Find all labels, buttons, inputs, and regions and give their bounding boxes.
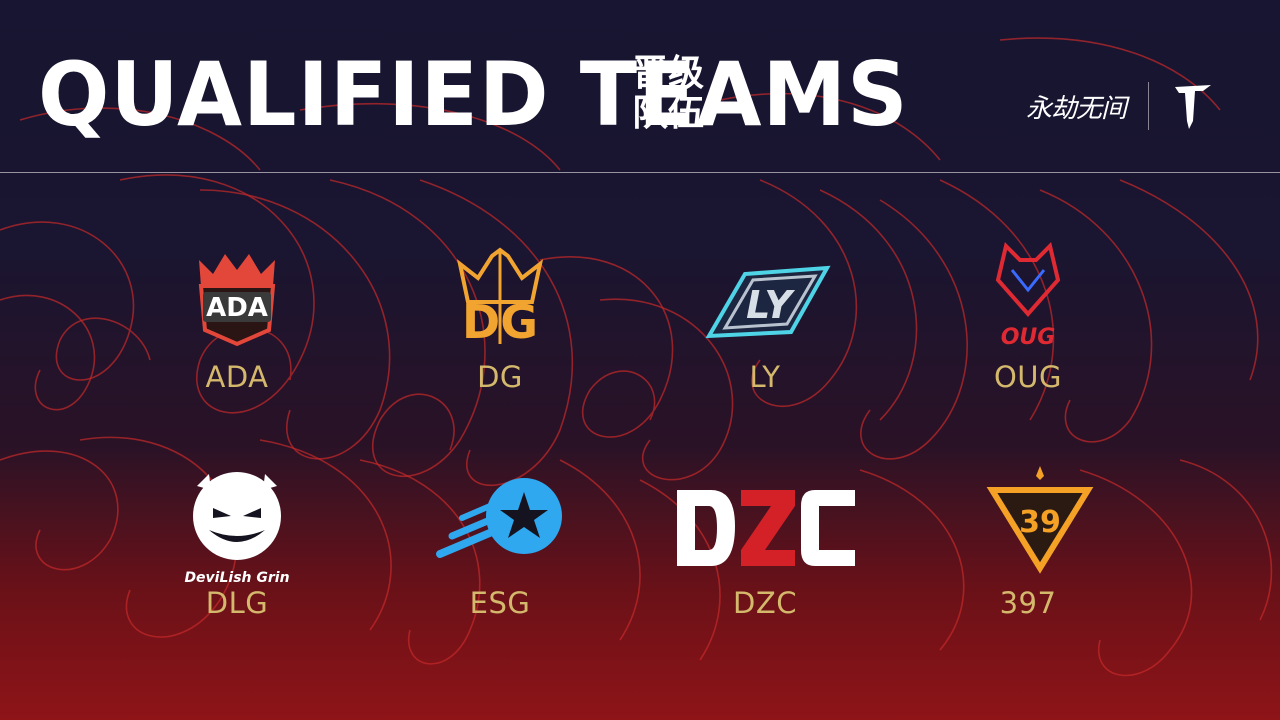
team-name: 397 [999,586,1057,620]
team-name: DG [477,360,523,394]
team-card-ly: LY LY [665,240,865,394]
naraka-sword-icon [1175,85,1212,129]
team-card-397: 39 397 [928,466,1128,620]
team-card-dzc: DZC [665,466,865,620]
brand-logo: 永劫无间 [1026,78,1217,134]
dzc-letters-logo [677,490,855,566]
team-card-esg: ESG [400,466,600,620]
team-card-ada: ADA ADA [137,240,337,394]
team-card-oug: OUG OUG [928,240,1128,394]
page-title-chinese-line2: 队伍 [632,93,705,134]
team-name: ADA [205,360,269,394]
ly-diamond-logo: LY [705,265,831,339]
team-name: LY [749,360,781,394]
397-triangle-badge-logo: 39 [986,466,1094,574]
ada-crown-shield-logo: ADA [198,254,276,347]
svg-text:LY: LY [746,283,795,327]
dlg-devil-face-logo: DeviLish Grin [184,472,290,586]
team-card-dlg: DeviLish Grin DLG [137,466,337,620]
page-title: QUALIFIED TEAMS [38,42,909,146]
brand-divider [1148,82,1150,130]
page-title-chinese: 晋级 队伍 [632,54,722,134]
team-name: DLG [205,586,269,620]
esg-star-comet-logo [436,478,562,558]
oug-fox-logo: OUG [995,242,1061,350]
team-name: DZC [733,586,797,620]
brand-logo-text: 永劫无间 [1026,93,1127,124]
team-name: ESG [469,586,531,620]
svg-text:39: 39 [1019,505,1061,540]
svg-text:ADA: ADA [206,293,268,323]
team-card-dg: DG DG [400,240,600,394]
svg-text:OUG: OUG [1001,325,1056,350]
svg-text:DG: DG [462,295,538,349]
page-title-chinese-line1: 晋级 [632,53,705,94]
header-divider [0,172,1280,173]
team-name: OUG [993,360,1063,394]
dlg-logo-caption: DeviLish Grin [184,570,289,586]
dg-crown-logo: DG [456,247,544,349]
